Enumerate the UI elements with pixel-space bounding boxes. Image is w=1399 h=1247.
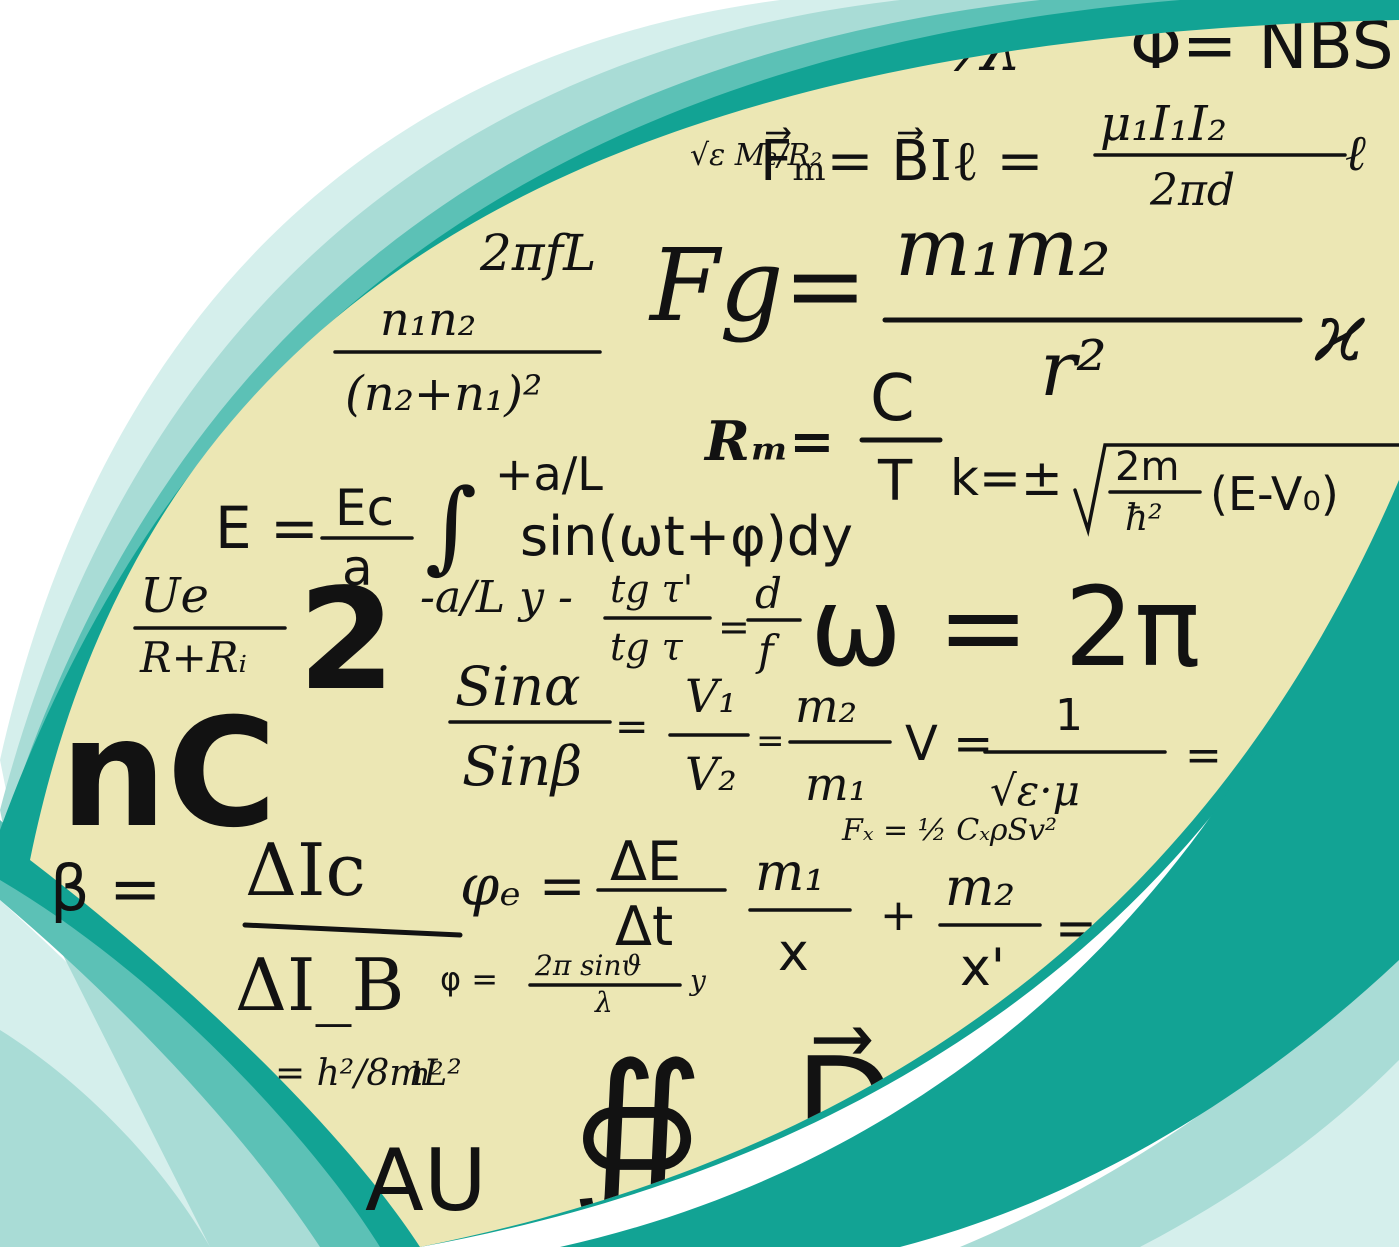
fraction-bar-delta-i bbox=[242, 922, 463, 938]
formula-au: AU bbox=[365, 1131, 487, 1231]
formula-d-over: d bbox=[755, 569, 782, 618]
formula-kappa: ϰ bbox=[1314, 286, 1366, 379]
formula-ell: ℓ bbox=[1345, 124, 1366, 182]
formula-delta-e: ΔE bbox=[610, 830, 681, 893]
formula-sqrt-eps-mu: √ε·μ bbox=[990, 766, 1080, 815]
formula-rm: Rₘ= bbox=[703, 409, 834, 473]
formula-sin-wt-phi: sin(ωt+φ)dy bbox=[520, 505, 853, 568]
formula-integral-upper: +a/L bbox=[495, 447, 603, 501]
formula-c-over: C bbox=[870, 362, 915, 436]
formula-two-pi-fl: 2πfL bbox=[479, 224, 596, 282]
formula-mu-i1-i2: μ₁I₁I₂ bbox=[1100, 96, 1227, 152]
formula-eq-sin: = bbox=[615, 704, 649, 750]
formula-e-eq: E = bbox=[215, 494, 319, 562]
formula-paper bbox=[30, 20, 1399, 1247]
formula-n1-n2: n₁n₂ bbox=[380, 292, 476, 346]
formula-integral-sign: ∫ bbox=[425, 467, 477, 584]
formula-fx-drag: Fₓ = ½ CₓρSv² bbox=[841, 813, 1057, 848]
formula-x-under: x bbox=[778, 923, 809, 983]
formula-plus: + bbox=[880, 890, 917, 941]
formula-r-squared: r² bbox=[1040, 324, 1107, 413]
formula-delta-ib: ΔI_B bbox=[235, 943, 404, 1027]
formula-ue: Ue bbox=[140, 568, 209, 624]
formula-xp-under: x' bbox=[960, 938, 1005, 998]
formula-phi-e: φₑ = bbox=[460, 854, 586, 919]
formula-m1-m2: m₁m₂ bbox=[895, 201, 1111, 294]
formula-a-over-l: -a/L y - bbox=[420, 572, 573, 623]
formula-v-eq: V = bbox=[905, 716, 993, 772]
swoosh-pale-right bbox=[1140, 1060, 1399, 1247]
formula-tg-tau-prime: tg τ' bbox=[610, 567, 693, 611]
formula-t-under: T bbox=[877, 449, 913, 514]
formula-beta-eq: β = bbox=[50, 852, 161, 925]
formula-a-den: a bbox=[342, 539, 373, 597]
formula-e-v0: (E-V₀) bbox=[1210, 467, 1339, 521]
formula-one: 1 bbox=[1055, 690, 1083, 741]
formula-y-small: y bbox=[688, 964, 707, 997]
swoosh-pale-top bbox=[0, 0, 1399, 860]
formula-delta-t: Δt bbox=[615, 895, 673, 958]
formula-big-nc: nC bbox=[60, 687, 277, 861]
formula-big-two: 2 bbox=[298, 559, 395, 722]
formula-h2-8ml2: = h²/8mL² bbox=[275, 1053, 462, 1094]
formula-r-plus-ri: R+Rᵢ bbox=[139, 633, 247, 682]
formula-omega-2pi: ω = 2π bbox=[810, 563, 1200, 691]
formula-delta-ic: ΔIc bbox=[245, 828, 366, 912]
formula-h2-tail: h² bbox=[410, 1055, 443, 1093]
formula-n2-plus-n1: (n₂+n₁)² bbox=[345, 366, 542, 422]
formula-force-bil: F⃗ₘ= B⃗Iℓ = bbox=[760, 127, 1043, 194]
formula-k-eq: k=± bbox=[950, 449, 1063, 507]
formula-tg-tau: tg τ bbox=[610, 625, 684, 669]
formula-m2-over-xp: m₂ bbox=[945, 858, 1015, 918]
formula-hbar-sq: ħ² bbox=[1125, 498, 1163, 539]
formula-two-pi-sin: 2π sinϑ bbox=[534, 949, 642, 982]
formula-two-pi-d: 2πd bbox=[1149, 165, 1235, 216]
formula-m1-frac: m₁ bbox=[805, 757, 867, 811]
formula-eq-v: = bbox=[756, 721, 785, 761]
formula-mz-rz: √ɛ M₂/R₂ bbox=[690, 138, 822, 173]
formula-v1: V₁ bbox=[685, 669, 737, 723]
formula-m2-frac: m₂ bbox=[795, 679, 857, 733]
sqrt-sign-k bbox=[1073, 443, 1399, 537]
formula-two-m: 2m bbox=[1115, 444, 1179, 490]
formula-fg: Fg= bbox=[648, 227, 867, 344]
formula-phi-small: φ = bbox=[440, 960, 498, 998]
formula-ec: Ec bbox=[335, 479, 394, 537]
formula-sin-alpha: Sinα bbox=[455, 655, 581, 718]
formula-m1-over-x: m₁ bbox=[755, 843, 825, 903]
formula-v2: V₂ bbox=[685, 747, 737, 801]
swoosh-dark-right bbox=[560, 430, 1399, 1247]
formula-sin-beta: Sinβ bbox=[462, 735, 582, 798]
formula-eq-small: = bbox=[718, 605, 750, 649]
formula-lambda-small: λ bbox=[594, 986, 613, 1019]
formula-trailing-eq: = bbox=[1185, 730, 1222, 781]
